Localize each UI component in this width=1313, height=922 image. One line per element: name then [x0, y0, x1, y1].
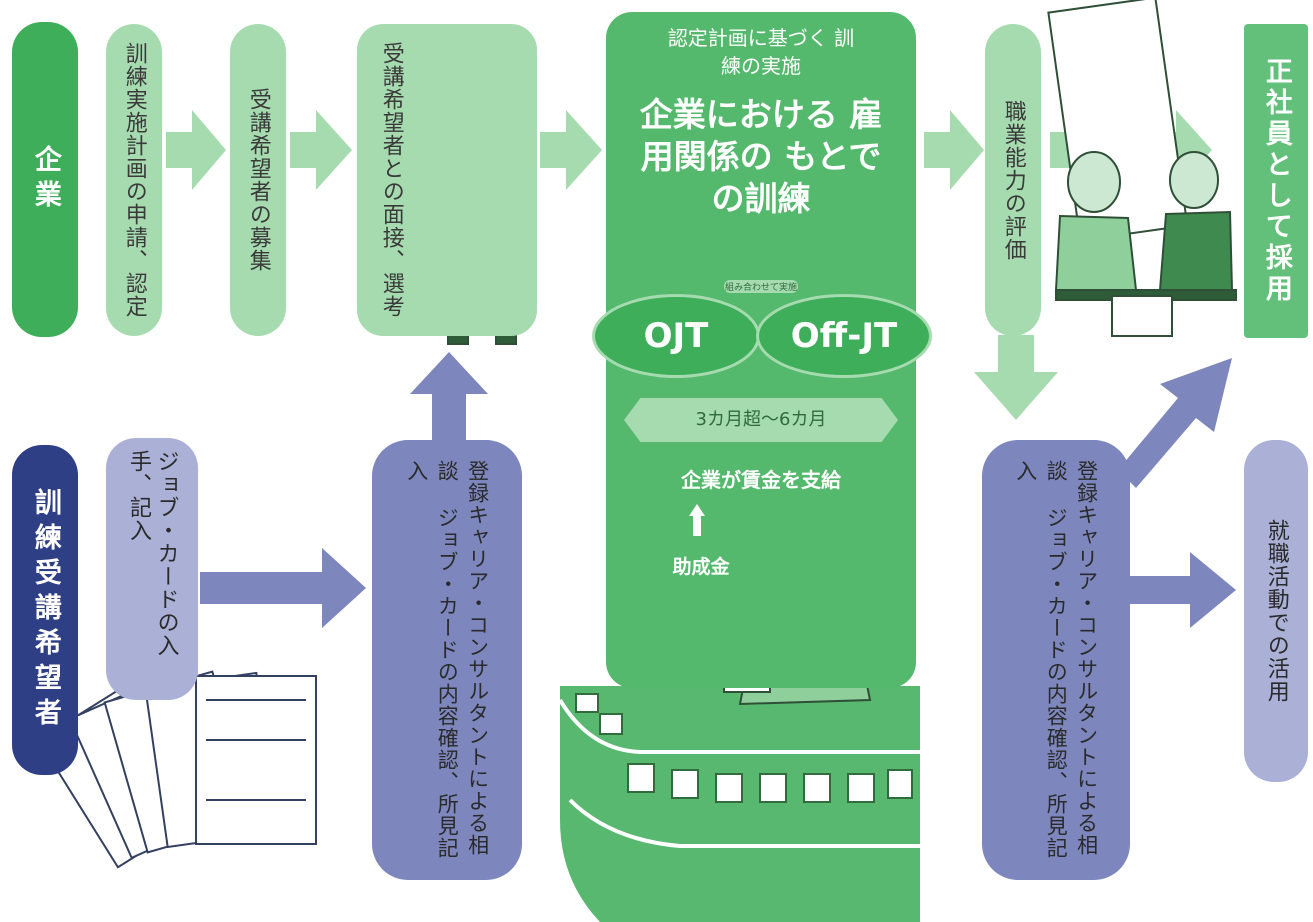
trainee-label: 訓練受講希望者 [12, 445, 78, 775]
arrow-apply-to-recruit [166, 110, 226, 190]
step-jobhunt: 就職活動での活用 [1244, 440, 1308, 782]
offjt-label: Off-JT [790, 316, 898, 356]
arrow-consult-to-jobhunt [1126, 552, 1236, 628]
center-training-box: 認定計画に基づく 訓練の実施 企業における 雇用関係の もとでの訓練 組み合わせ… [592, 12, 932, 688]
combined-label: 組み合わせて実施 [724, 280, 798, 293]
ojt-label: OJT [643, 316, 709, 356]
step-jobcard: ジョブ・カードの入手、記入 [106, 438, 198, 700]
step-recruit: 受講希望者の募集 [230, 24, 286, 336]
center-title: 企業における 雇用関係の もとでの訓練 [639, 95, 883, 218]
arrow-jobcard-to-consult [200, 548, 366, 628]
step-consult-1: 登録キャリア・コンサルタントによる相談 ジョブ・カードの内容確認、所見記入 [372, 440, 522, 880]
arrow-interview-to-center [540, 110, 602, 190]
step-interview-box: 受講希望者との面接、選考 [357, 24, 537, 336]
center-subtitle: 認定計画に基づく 訓練の実施 [667, 26, 855, 78]
subsidy-label: 助成金 [672, 556, 730, 578]
step-interview: 受講希望者との面接、選考 [378, 42, 404, 318]
period-banner: 3カ月超～6カ月 [624, 398, 898, 442]
arrow-evaluation-down [974, 335, 1058, 420]
arrow-consult-up [410, 352, 488, 440]
arrow-recruit-to-interview [290, 110, 352, 190]
step-hire: 正社員として採用 [1244, 24, 1308, 338]
step-evaluation: 職業能力の評価 [985, 24, 1041, 336]
offjt-oval: Off-JT [756, 294, 932, 378]
handshake-illustration-icon [1047, 0, 1237, 337]
jobcard-papers-icon [37, 670, 317, 869]
subsidy-up-arrow-icon [689, 504, 705, 536]
wage-label: 企業が賃金を支給 [681, 468, 841, 492]
arrow-center-to-evaluation [924, 110, 984, 190]
conveyor-boxes-icon [575, 693, 913, 803]
arrow-consult-to-hire [1118, 358, 1232, 488]
step-apply: 訓練実施計画の申請、認定 [106, 24, 162, 336]
company-label: 企業 [12, 22, 78, 337]
conveyor-belt [560, 686, 920, 922]
step-consult-2: 登録キャリア・コンサルタントによる相談 ジョブ・カードの内容確認、所見記入 [982, 440, 1130, 880]
ojt-oval: OJT [592, 294, 760, 378]
